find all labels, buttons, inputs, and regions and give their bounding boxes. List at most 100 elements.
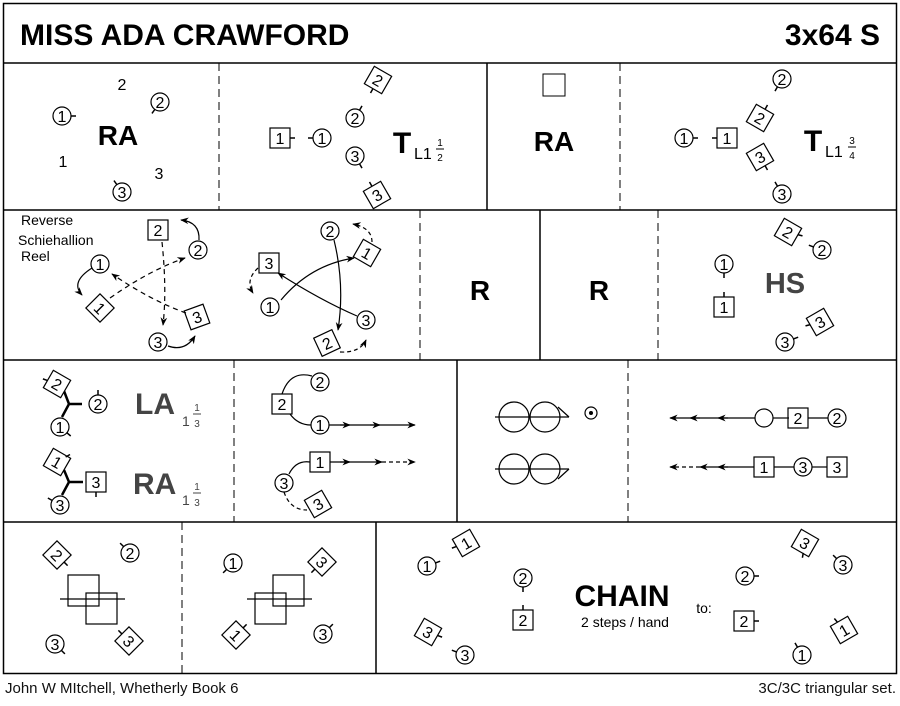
path-line <box>246 267 259 294</box>
figure-label: CHAIN <box>575 580 670 613</box>
man-dancer-3: 3 <box>775 332 799 352</box>
formation-code: 3x64 S <box>785 19 880 52</box>
man-dancer-3: 3 <box>45 634 66 655</box>
svg-text:1: 1 <box>723 131 732 148</box>
svg-text:3: 3 <box>461 648 470 665</box>
path-line <box>277 272 358 317</box>
man-dancer-2: 2 <box>310 372 330 392</box>
woman-dancer-2: 2 <box>773 217 803 247</box>
path-line <box>289 413 312 426</box>
woman-dancer-2: 2 <box>787 407 809 429</box>
woman-dancer-1: 1 <box>269 127 295 149</box>
figure-label: RA <box>98 120 138 151</box>
women-square-icon <box>542 73 566 97</box>
woman-dancer-3: 3 <box>303 489 333 519</box>
svg-text:1: 1 <box>316 455 325 472</box>
man-dancer-1: 1 <box>50 417 72 437</box>
svg-text:2: 2 <box>741 569 750 586</box>
position-number: 3 <box>155 166 164 183</box>
woman-dancer-3: 3 <box>790 528 820 558</box>
man-dancer-1: 1 <box>90 254 110 274</box>
fraction-numerator: 1 <box>194 482 200 493</box>
man-dancer-3: 3 <box>148 332 168 352</box>
fraction-denominator: 3 <box>194 419 200 430</box>
svg-text:2: 2 <box>278 397 287 414</box>
svg-text:1: 1 <box>680 131 689 148</box>
woman-dancer-3: 3 <box>745 142 775 172</box>
svg-text:1: 1 <box>266 300 275 317</box>
set-squares-icon <box>247 574 312 625</box>
man-dancer-1: 1 <box>714 254 734 278</box>
man-dancer-3: 3 <box>313 623 334 644</box>
woman-dancer-1: 1 <box>829 615 859 645</box>
svg-text:2: 2 <box>126 546 135 563</box>
allemande-link <box>60 469 83 496</box>
svg-text:1: 1 <box>96 257 105 274</box>
path-line <box>180 217 200 241</box>
figure-label: T <box>804 125 822 158</box>
woman-dancer-1: 1 <box>85 293 115 323</box>
to-label: to: <box>696 600 712 616</box>
svg-text:2: 2 <box>818 243 827 260</box>
svg-text:2: 2 <box>156 95 165 112</box>
man-dancer-2: 2 <box>188 240 208 260</box>
man-dancer-2: 2 <box>88 390 108 414</box>
credit-text: John W MItchell, Whetherly Book 6 <box>5 680 239 697</box>
svg-text:1: 1 <box>58 109 67 126</box>
woman-dancer-3: 3 <box>805 307 835 337</box>
svg-text:2: 2 <box>194 243 203 260</box>
figure-label: HS <box>765 268 805 300</box>
svg-text:3: 3 <box>833 460 842 477</box>
man-dancer-3: 3 <box>274 473 294 493</box>
man-dancer-3: 3 <box>832 554 853 575</box>
woman-dancer-2: 2 <box>745 103 775 133</box>
man-dancer-1: 1 <box>260 297 280 317</box>
svg-text:3: 3 <box>799 460 808 477</box>
svg-text:3: 3 <box>778 187 787 204</box>
svg-text:3: 3 <box>781 335 790 352</box>
woman-dancer-3: 3 <box>114 626 144 656</box>
figure-label: RA <box>534 126 574 157</box>
svg-text:3: 3 <box>351 149 360 166</box>
man-dancer-1: 1 <box>52 106 76 126</box>
man-dancer-3: 3 <box>112 180 132 202</box>
svg-text:3: 3 <box>92 475 101 492</box>
path-line <box>333 239 343 331</box>
man-dancer-3: 3 <box>345 146 365 169</box>
fraction-denominator: 2 <box>437 153 443 164</box>
position-number: 2 <box>118 77 127 94</box>
fraction-numerator: 1 <box>194 403 200 414</box>
man-dancer-3: 3 <box>451 645 475 665</box>
woman-dancer-2: 2 <box>512 605 534 631</box>
center-dot-icon <box>584 406 598 420</box>
man-dancer-1: 1 <box>417 556 441 576</box>
svg-text:3: 3 <box>56 498 65 515</box>
man-dancer-1: 1 <box>674 128 698 148</box>
dance-title: MISS ADA CRAWFORD <box>20 19 349 52</box>
svg-text:1: 1 <box>720 257 729 274</box>
man-dancer-1: 1 <box>310 415 330 435</box>
man-dancer-2: 2 <box>150 92 170 114</box>
figure-subscript: 1 <box>182 413 190 429</box>
woman-dancer-2: 2 <box>42 540 72 570</box>
woman-dancer-3: 3 <box>258 252 280 274</box>
figure-detail: 2 steps / hand <box>581 614 669 630</box>
path-line <box>283 491 308 511</box>
svg-text:2: 2 <box>94 397 103 414</box>
svg-text:1: 1 <box>720 300 729 317</box>
man-dancer-2: 2 <box>735 566 759 586</box>
svg-text:3: 3 <box>839 558 848 575</box>
woman-dancer-3: 3 <box>307 547 337 577</box>
svg-text:2: 2 <box>351 111 360 128</box>
woman-dancer-3: 3 <box>413 617 443 647</box>
svg-text:1: 1 <box>760 460 769 477</box>
figure-label: LA <box>135 388 175 421</box>
hands-round-loop-icon <box>495 453 570 485</box>
man-dancer-undefined <box>754 408 774 428</box>
fraction-numerator: 3 <box>849 136 855 147</box>
svg-text:1: 1 <box>316 418 325 435</box>
man-dancer-3: 3 <box>772 181 792 204</box>
position-number: 1 <box>59 154 68 171</box>
fraction-denominator: 3 <box>194 498 200 509</box>
man-dancer-2: 2 <box>119 542 140 563</box>
